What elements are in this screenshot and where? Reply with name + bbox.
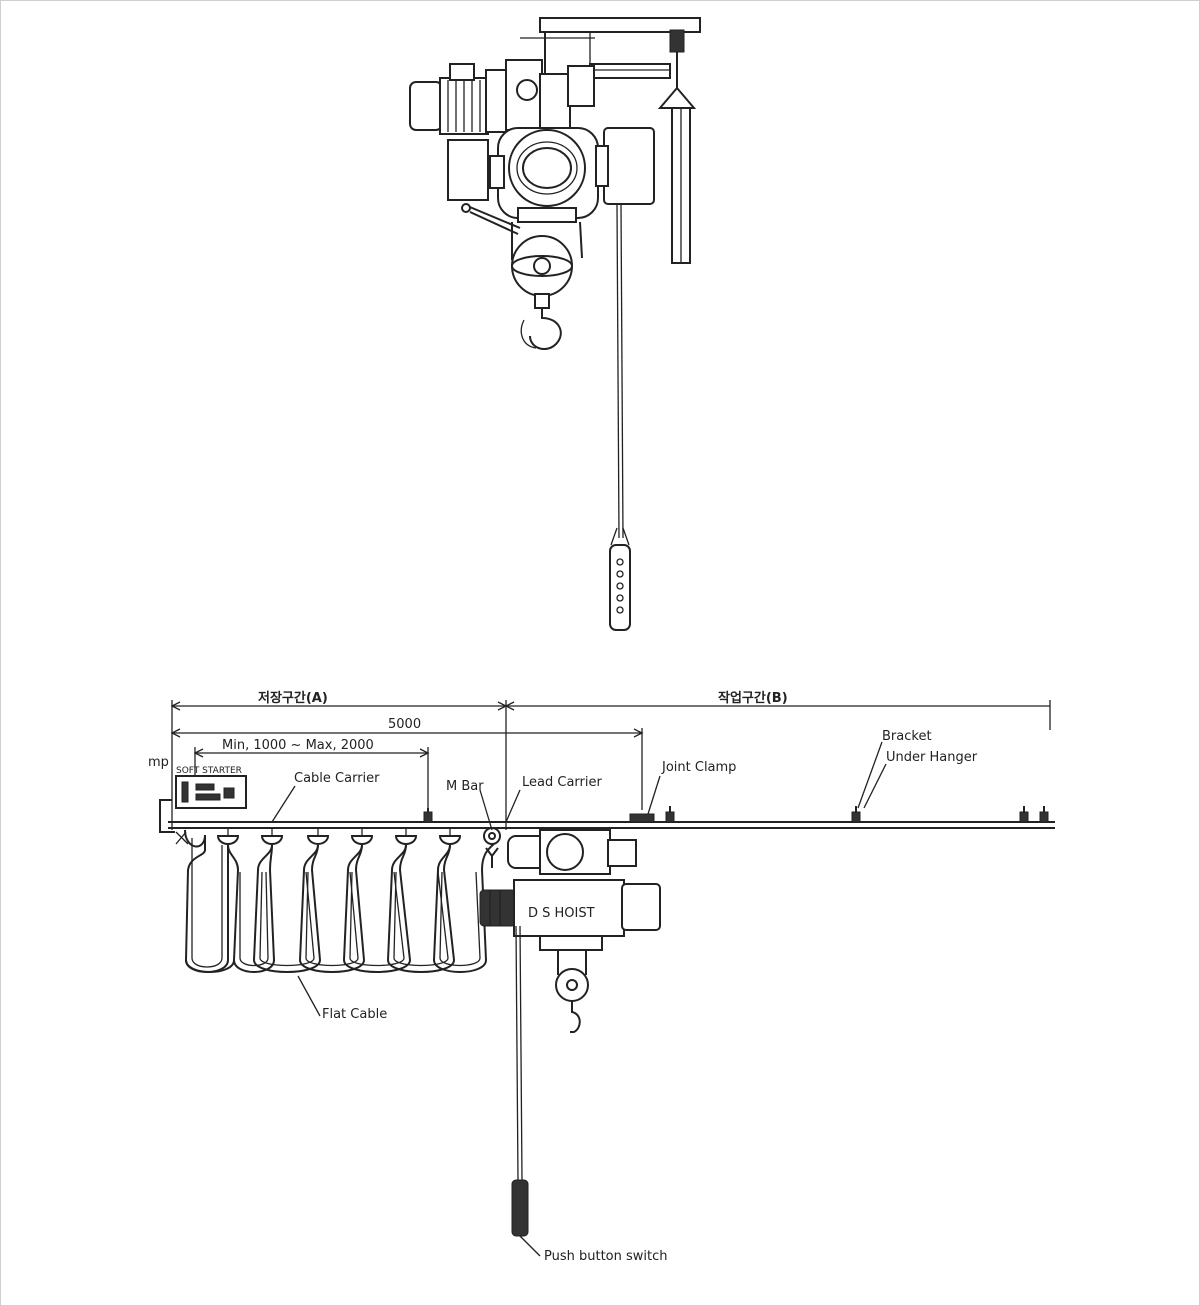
hoist-side-view [409, 17, 701, 631]
label-hoist-name: D S HOIST [528, 906, 595, 921]
label-joint-clamp: Joint Clamp [661, 760, 736, 775]
motor-endcap [409, 81, 443, 131]
label-storage-section: 저장구간(A) [258, 690, 328, 706]
label-soft-starter: SOFT STARTER [176, 766, 242, 776]
hook [529, 308, 562, 351]
top-beam [539, 17, 701, 33]
cable-carriers [216, 828, 462, 845]
label-under-hanger: Under Hanger [886, 750, 978, 765]
label-lead-carrier: Lead Carrier [522, 775, 602, 790]
pendant-cable-bottom [515, 925, 519, 1181]
label-push-button-switch: Push button switch [544, 1249, 668, 1264]
hanger-clamp [669, 29, 685, 53]
joint-clamp [629, 813, 655, 823]
pendant-top [609, 544, 631, 631]
end-clamp [159, 799, 175, 833]
label-dimension-range: Min, 1000 ~ Max, 2000 [222, 738, 374, 753]
wheel-right [603, 127, 655, 205]
label-work-section: 작업구간(B) [718, 690, 788, 706]
label-clamp-partial: mp [148, 755, 169, 770]
push-button-pendant [511, 1179, 529, 1237]
label-flat-cable: Flat Cable [322, 1007, 387, 1022]
drum [508, 129, 586, 207]
label-m-bar: M Bar [446, 779, 484, 794]
pendant-cable [616, 204, 620, 539]
lead-carrier [485, 847, 499, 868]
label-cable-carrier: Cable Carrier [294, 771, 380, 786]
wheel-left [447, 139, 489, 201]
label-bracket: Bracket [882, 729, 932, 744]
ds-hoist [479, 829, 661, 1033]
hoist-motor [479, 889, 517, 927]
under-hangers [423, 806, 1049, 823]
assembly-front-view [159, 700, 1055, 1257]
label-dimension-total: 5000 [388, 717, 421, 732]
flat-cable-loops [184, 829, 497, 973]
